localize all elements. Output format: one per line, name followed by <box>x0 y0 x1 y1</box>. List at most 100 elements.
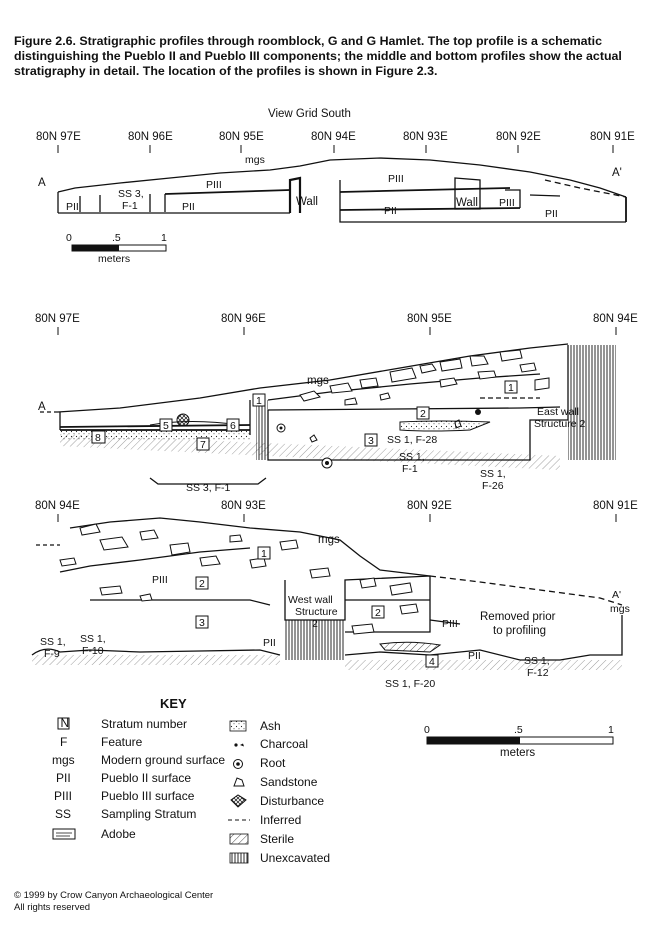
svg-text:Disturbance: Disturbance <box>260 794 324 808</box>
svg-text:PIII: PIII <box>442 618 458 630</box>
svg-text:SS: SS <box>55 807 71 821</box>
svg-text:F: F <box>60 735 67 749</box>
svg-text:F-26: F-26 <box>482 480 504 492</box>
copyright-line: © 1999 by Crow Canyon Archaeological Cen… <box>14 890 214 901</box>
unexcavated-area <box>568 345 616 460</box>
svg-text:SS 1,: SS 1, <box>524 655 550 667</box>
svg-text:A': A' <box>612 167 622 179</box>
svg-text:SS 1,: SS 1, <box>399 451 425 463</box>
svg-text:3: 3 <box>199 617 205 629</box>
svg-text:PIII: PIII <box>388 173 404 185</box>
grid-label: 80N 94E <box>311 131 356 143</box>
svg-text:PII: PII <box>545 208 558 220</box>
stratum-number-boxes <box>91 380 518 451</box>
svg-text:Charcoal: Charcoal <box>260 737 308 751</box>
svg-text:Wall: Wall <box>296 196 318 208</box>
svg-text:1: 1 <box>161 232 167 244</box>
top-scale-bar: 0 .5 1 meters <box>66 232 167 265</box>
svg-text:Adobe: Adobe <box>101 827 136 841</box>
svg-text:2: 2 <box>312 618 318 630</box>
stratum-number-boxes <box>195 546 439 668</box>
svg-text:Root: Root <box>260 756 286 770</box>
svg-text:N: N <box>61 716 70 730</box>
svg-text:8: 8 <box>95 432 101 444</box>
svg-text:to profiling: to profiling <box>493 625 546 637</box>
view-label: View Grid South <box>268 108 351 120</box>
svg-text:1: 1 <box>261 548 267 560</box>
bottom-grid-labels: 80N 94E 80N 93E 80N 92E 80N 91E <box>35 500 638 512</box>
svg-text:2: 2 <box>420 408 426 420</box>
svg-text:0: 0 <box>424 724 430 736</box>
svg-text:6: 6 <box>230 420 236 432</box>
svg-text:PII: PII <box>263 637 276 649</box>
svg-text:Modern ground surface: Modern ground surface <box>101 753 225 767</box>
svg-text:80N 91E: 80N 91E <box>593 500 638 512</box>
top-profile-lines <box>57 157 627 223</box>
svg-text:meters: meters <box>98 253 130 265</box>
top-profile-labels: A A' mgs PII SS 3, F-1 PII PIII Wall PII… <box>38 154 622 220</box>
svg-text:Ash: Ash <box>260 719 281 733</box>
svg-text:5: 5 <box>163 420 169 432</box>
svg-text:80N 94E: 80N 94E <box>35 500 80 512</box>
svg-text:Inferred: Inferred <box>260 813 301 827</box>
svg-text:PIII: PIII <box>54 789 72 803</box>
key-right: Ash Charcoal Root Sandstone Disturbance … <box>228 719 330 865</box>
grid-label: 80N 92E <box>496 131 541 143</box>
svg-text:4: 4 <box>429 656 435 668</box>
copyright: © 1999 by Crow Canyon Archaeological Cen… <box>14 890 213 914</box>
svg-text:80N 96E: 80N 96E <box>221 313 266 325</box>
svg-text:Sandstone: Sandstone <box>260 775 318 789</box>
svg-text:PII: PII <box>384 205 397 217</box>
svg-text:PIII: PIII <box>499 197 515 209</box>
svg-text:Sampling Stratum: Sampling Stratum <box>101 807 196 821</box>
svg-text:meters: meters <box>500 747 535 759</box>
figure-caption: Figure 2.6. Stratigraphic profiles throu… <box>14 34 622 78</box>
grid-label: 80N 91E <box>590 131 635 143</box>
grid-label: 80N 93E <box>403 131 448 143</box>
svg-text:.5: .5 <box>112 232 121 244</box>
svg-text:SS 1, F-20: SS 1, F-20 <box>385 678 435 690</box>
svg-text:Pueblo II surface: Pueblo II surface <box>101 771 191 785</box>
svg-text:SS 1,: SS 1, <box>480 468 506 480</box>
svg-text:Pueblo III surface: Pueblo III surface <box>101 789 195 803</box>
svg-text:PII: PII <box>66 201 79 213</box>
copyright-line: All rights reserved <box>14 902 91 913</box>
svg-text:Sterile: Sterile <box>260 832 294 846</box>
svg-text:SS 3, F-1: SS 3, F-1 <box>186 482 231 494</box>
svg-text:mgs: mgs <box>245 154 265 166</box>
svg-text:7: 7 <box>200 439 206 451</box>
svg-text:mgs: mgs <box>610 603 630 615</box>
svg-text:PIII: PIII <box>206 179 222 191</box>
svg-text:SS 1,: SS 1, <box>40 636 66 648</box>
grid-label: 80N 97E <box>36 131 81 143</box>
svg-text:SS 1,: SS 1, <box>80 633 106 645</box>
svg-text:SS 1, F-28: SS 1, F-28 <box>387 434 437 446</box>
svg-text:Removed prior: Removed prior <box>480 611 556 623</box>
svg-text:F-1: F-1 <box>402 463 418 475</box>
svg-text:PII: PII <box>182 201 195 213</box>
svg-text:80N 97E: 80N 97E <box>35 313 80 325</box>
svg-text:F-1: F-1 <box>122 200 138 212</box>
svg-text:3: 3 <box>368 435 374 447</box>
svg-text:1: 1 <box>256 395 262 407</box>
svg-text:80N 92E: 80N 92E <box>407 500 452 512</box>
bottom-scale-bar: 0 .5 1 meters <box>424 724 614 759</box>
svg-text:PII: PII <box>468 650 481 662</box>
svg-text:Structure 2: Structure 2 <box>534 418 586 430</box>
bottom-grid-ticks <box>57 514 617 522</box>
key-left: N Stratum number F Feature mgs Modern gr… <box>52 716 225 841</box>
svg-text:2: 2 <box>375 607 381 619</box>
svg-text:F-9: F-9 <box>44 648 60 660</box>
sandstone-rocks <box>59 523 419 635</box>
top-grid-ticks <box>57 145 614 153</box>
svg-text:PII: PII <box>56 771 71 785</box>
svg-text:SS 3,: SS 3, <box>118 188 144 200</box>
svg-text:1: 1 <box>508 382 514 394</box>
middle-profile-lines <box>40 343 569 485</box>
svg-text:mgs: mgs <box>318 534 340 546</box>
svg-text:Structure: Structure <box>295 606 338 618</box>
svg-text:Feature: Feature <box>101 735 143 749</box>
svg-text:West wall: West wall <box>288 594 333 606</box>
svg-text:1: 1 <box>608 724 614 736</box>
top-grid-labels: 80N 97E 80N 96E 80N 95E 80N 94E 80N 93E … <box>36 131 635 143</box>
